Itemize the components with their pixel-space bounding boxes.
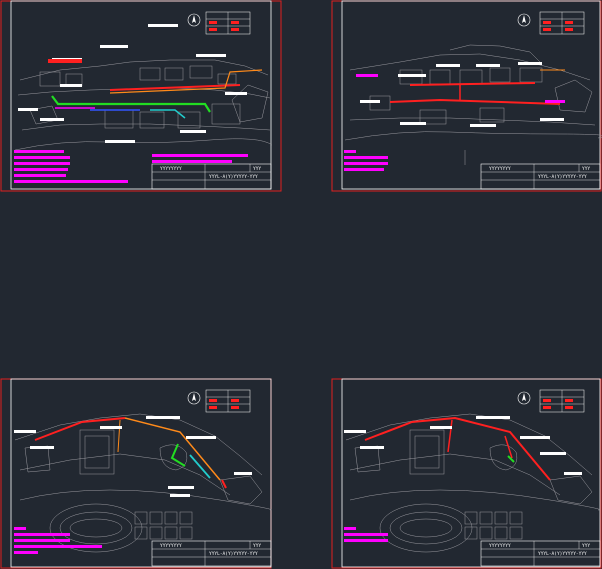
north-arrow-icon	[517, 391, 531, 405]
route-orange-branch	[117, 419, 121, 453]
title-block: YYYYYYYY YYYL-A(Y)YYYYY-YYY YYY	[480, 540, 601, 567]
legend-table	[539, 11, 585, 35]
magenta-notes	[344, 527, 388, 542]
title-block-scale: YYY	[582, 166, 590, 172]
route-orange	[124, 417, 221, 481]
route-green	[507, 455, 515, 463]
route-red	[409, 82, 536, 86]
title-block-scale: YYY	[582, 543, 590, 549]
route-red-lower	[389, 98, 561, 105]
title-block-drawing-number: YYYL-A(Y)YYYYY-YYY	[209, 551, 258, 557]
magenta-notes	[14, 527, 102, 554]
route-red	[34, 417, 126, 441]
drawing-sheet-2[interactable]: YYYYYYYY YYYL-A(Y)YYYYY-YYY YYY	[331, 0, 602, 192]
legend-table	[539, 389, 585, 413]
callout-red-label	[48, 59, 82, 63]
sheet-inner-frame	[10, 0, 272, 190]
annotation-callouts	[360, 62, 564, 127]
route-red-branch	[447, 419, 453, 453]
magenta-notes	[344, 74, 565, 171]
title-block-drawing-number: YYYL-A(Y)YYYYY-YYY	[209, 174, 258, 180]
annotation-callouts	[18, 24, 247, 143]
sheet-inner-frame	[341, 378, 601, 568]
drawing-sheet-3[interactable]: YYYYYYYY YYYL-A(Y)YYYYY-YYY YYY	[0, 378, 272, 569]
route-red-spur	[504, 435, 513, 459]
title-block-drawing-number: YYYL-A(Y)YYYYY-YYY	[538, 551, 587, 557]
utility-routes	[51, 69, 263, 119]
title-block-project: YYYYYYYY	[160, 166, 182, 172]
legend-table	[205, 389, 251, 413]
utility-routes	[389, 69, 565, 105]
route-red-end	[221, 479, 227, 489]
route-cyan	[150, 109, 186, 119]
site-base-map	[14, 413, 272, 553]
route-red	[109, 84, 241, 91]
title-block: YYYYYYYY YYYL-A(Y)YYYYY-YYY YYY	[151, 163, 272, 190]
north-arrow-icon	[517, 13, 531, 27]
title-block-project: YYYYYYYY	[160, 543, 182, 549]
title-block: YYYYYYYY YYYL-A(Y)YYYYY-YYY YYY	[151, 540, 272, 567]
annotation-callouts	[344, 416, 582, 475]
title-block-scale: YYY	[253, 543, 261, 549]
utility-routes	[364, 416, 551, 481]
title-block-project: YYYYYYYY	[489, 543, 511, 549]
route-green	[170, 443, 186, 467]
north-arrow-icon	[187, 391, 201, 405]
route-orange	[109, 69, 263, 94]
route-green	[51, 95, 211, 113]
sheet-inner-frame	[10, 378, 272, 568]
north-arrow-icon	[187, 13, 201, 27]
magenta-notes	[14, 150, 248, 183]
title-block-project: YYYYYYYY	[489, 166, 511, 172]
site-base-map	[344, 44, 602, 165]
drawing-sheet-4[interactable]: YYYYYYYY YYYL-A(Y)YYYYY-YYY YYY	[331, 378, 602, 569]
title-block-drawing-number: YYYL-A(Y)YYYYY-YYY	[538, 174, 587, 180]
site-base-map	[345, 413, 601, 553]
route-red	[364, 416, 551, 481]
drawing-sheet-1[interactable]: YYYYYYYY YYYL-A(Y)YYYYY-YYY YYY	[0, 0, 282, 192]
route-cyan	[189, 454, 211, 479]
title-block: YYYYYYYY YYYL-A(Y)YYYYY-YYY YYY	[480, 163, 601, 190]
annotation-callouts	[14, 416, 252, 497]
utility-routes	[34, 417, 227, 489]
title-block-scale: YYY	[253, 166, 261, 172]
sheet-inner-frame	[341, 0, 601, 190]
legend-table	[205, 11, 251, 35]
